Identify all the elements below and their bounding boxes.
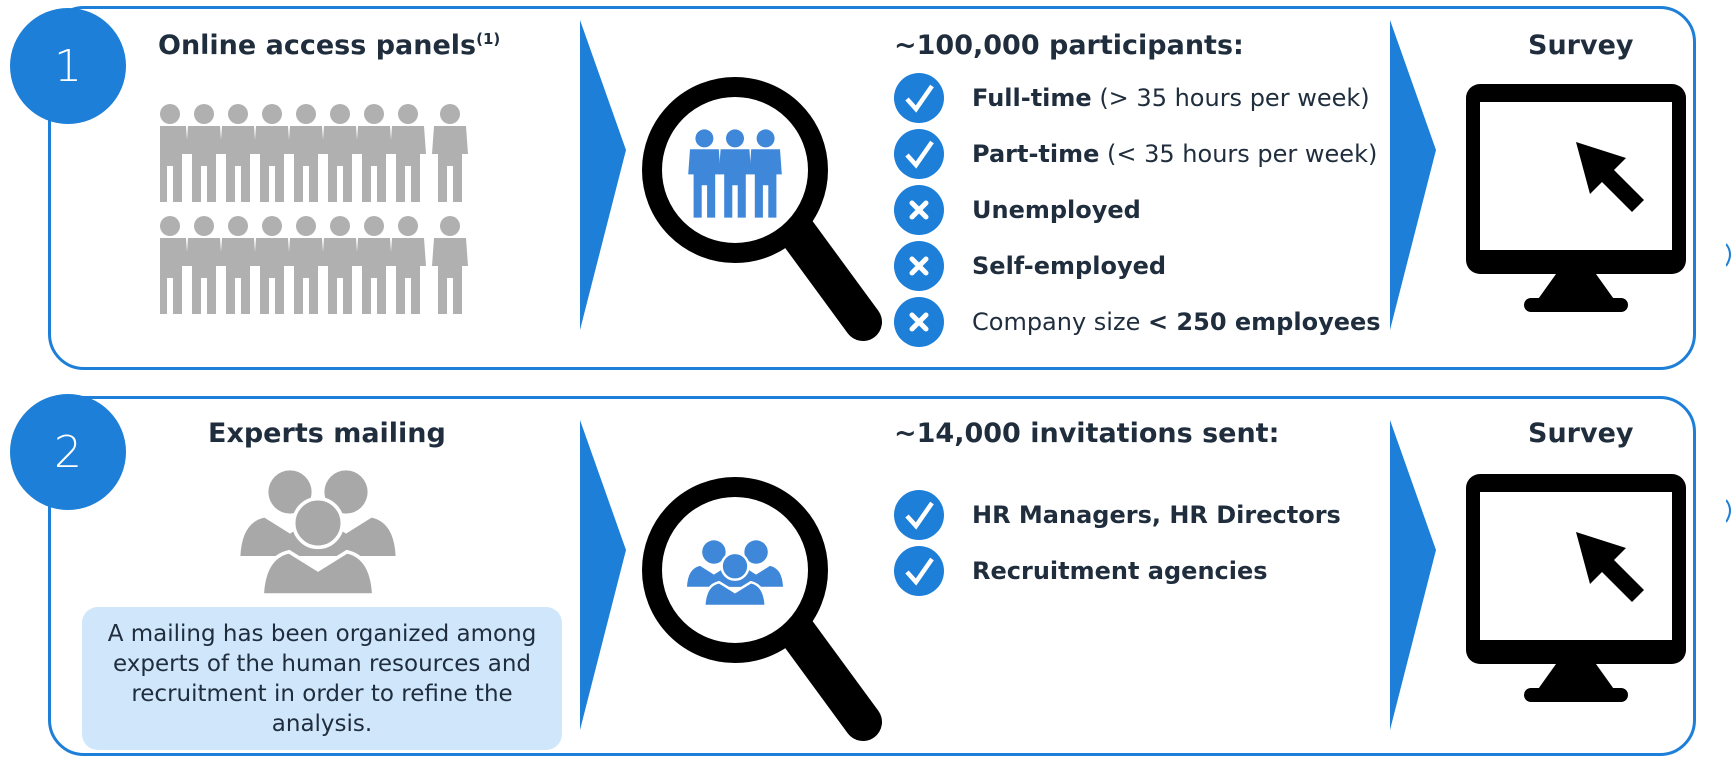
step-1-number-badge: 1 [10, 8, 126, 124]
step-2-panel [48, 396, 1696, 756]
check-icon [894, 73, 944, 123]
arrow-chevron-1b-icon [1390, 20, 1436, 330]
step-1-survey-title: Survey [1528, 30, 1634, 61]
step-2-criterion: Recruitment agencies [894, 546, 1268, 596]
step-2-source-title: Experts mailing [208, 418, 446, 449]
magnifier-icon [635, 470, 895, 750]
step-2-note-box: A mailing has been organized among exper… [82, 607, 562, 750]
step-1-panel [48, 6, 1696, 370]
side-arc-decoration [1726, 499, 1731, 523]
step-2-note: A mailing has been organized among exper… [107, 620, 537, 737]
people-crowd-icon [160, 104, 468, 314]
monitor-cursor-icon [1466, 474, 1686, 702]
check-icon [894, 129, 944, 179]
arrow-chevron-2a-icon [580, 420, 626, 730]
step-1-criterion: Part-time (< 35 hours per week) [894, 129, 1377, 179]
step-2-number: 2 [54, 426, 82, 478]
step-1-source-title: Online access panels(1) [158, 30, 501, 61]
step-2-criterion: HR Managers, HR Directors [894, 490, 1341, 540]
step-2-survey-title: Survey [1528, 418, 1634, 449]
footnote-marker: (1) [476, 30, 501, 48]
monitor-cursor-icon [1466, 84, 1686, 312]
step-2-number-badge: 2 [10, 394, 126, 510]
magnifier-icon [635, 70, 895, 350]
cross-icon [894, 241, 944, 291]
cross-icon [894, 297, 944, 347]
step-1-criterion: Self-employed [894, 241, 1166, 291]
expert-group-icon [240, 470, 396, 597]
step-1-number: 1 [54, 40, 82, 92]
arrow-chevron-2b-icon [1390, 420, 1436, 730]
step-1-criterion: Company size < 250 employees [894, 297, 1381, 347]
side-arc-decoration [1726, 243, 1731, 267]
step-1-criterion: Unemployed [894, 185, 1141, 235]
step-2-sample-title: ~14,000 invitations sent: [894, 418, 1280, 449]
cross-icon [894, 185, 944, 235]
step-1-sample-title: ~100,000 participants: [894, 30, 1244, 61]
step-1-criterion: Full-time (> 35 hours per week) [894, 73, 1370, 123]
check-icon [894, 546, 944, 596]
arrow-chevron-1a-icon [580, 20, 626, 330]
check-icon [894, 490, 944, 540]
